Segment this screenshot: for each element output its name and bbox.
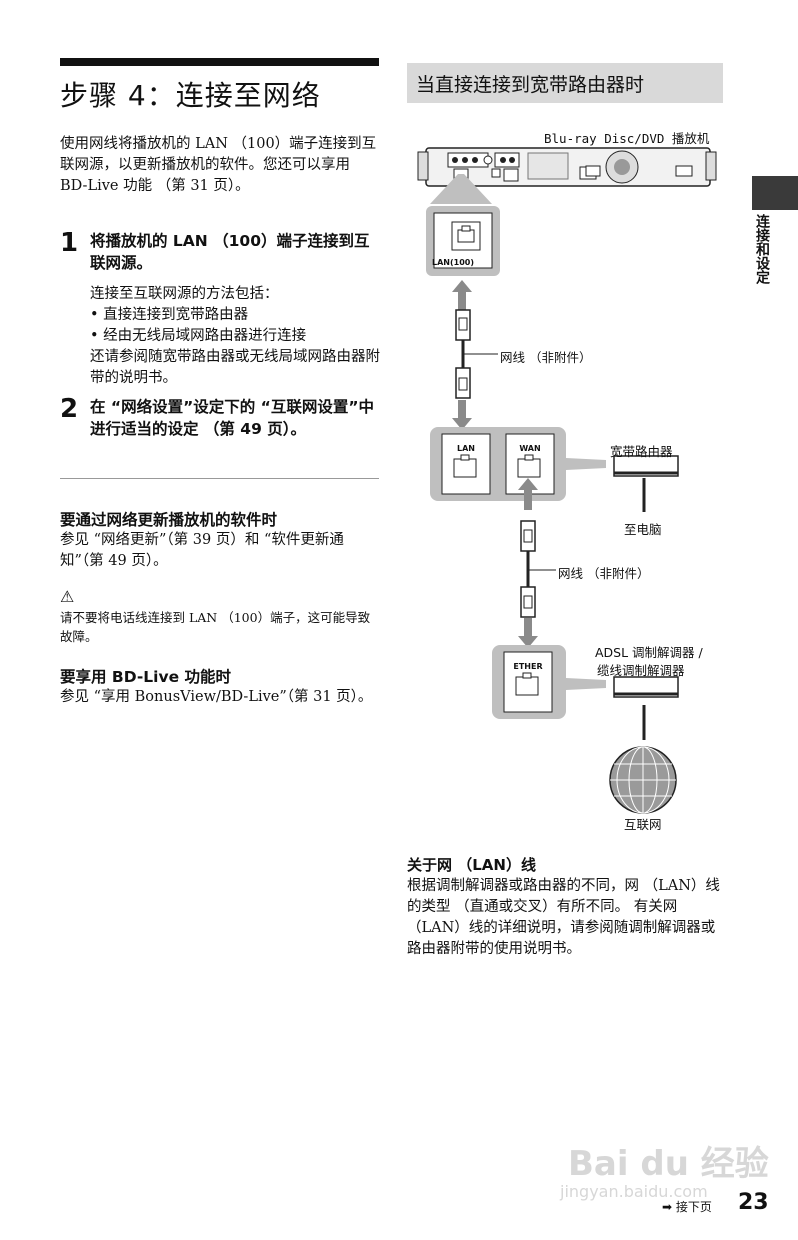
intro-paragraph: 使用网线将播放机的 LAN （100）端子连接到互联网源，以更新播放机的软件。您… bbox=[60, 136, 377, 194]
section-heading: 当直接连接到宽带路由器时 bbox=[416, 74, 645, 96]
step-1: 1 将播放机的 LAN （100）端子连接到互联网源。 连接至互联网源的方法包括… bbox=[60, 228, 390, 398]
next-page-hint: ➡ 接下页 bbox=[662, 1200, 712, 1214]
globe-icon bbox=[609, 746, 677, 814]
arrow-up-icon bbox=[518, 478, 538, 510]
network-cable-2 bbox=[520, 520, 556, 618]
step-2-number: 2 bbox=[60, 394, 79, 424]
section-heading-box: 当直接连接到宽带路由器时 bbox=[407, 63, 723, 103]
caution-icon: ⚠ bbox=[60, 587, 75, 606]
arrow-up-icon bbox=[452, 280, 472, 310]
step-1-note: 还请参阅随宽带路由器或无线局域网路由器附带的说明书。 bbox=[90, 349, 380, 386]
connection-diagram: LAN(100) LAN WAN bbox=[417, 147, 717, 814]
bdlive-body: 参见 “享用 BonusView/BD-Live”（第 31 页）。 bbox=[60, 689, 373, 705]
page-title: 步骤 4：连接至网络 bbox=[60, 79, 321, 112]
router-lan-port-label: LAN bbox=[457, 444, 475, 453]
modem-label-line1: ADSL 调制解调器 / bbox=[595, 645, 703, 660]
step-2-text: 在 “网络设置”设定下的 “互联网设置”中进行适当的设定 （第 49 页）。 bbox=[90, 398, 375, 438]
about-lan-heading: 关于网 （LAN）线 bbox=[407, 856, 536, 874]
section-divider bbox=[60, 478, 379, 479]
router-wan-port-label: WAN bbox=[519, 444, 540, 453]
modem-device bbox=[613, 676, 679, 740]
cable-label-1: 网线 （非附件） bbox=[500, 350, 592, 365]
watermark: Bai du 经验 jingyan.baidu.com bbox=[560, 1122, 769, 1212]
page-number: 23 bbox=[738, 1190, 769, 1215]
lan100-port-label: LAN(100) bbox=[432, 258, 474, 267]
side-tab-label: 连接和设定 bbox=[754, 214, 770, 284]
cable-label-2: 网线 （非附件） bbox=[558, 566, 650, 581]
step-1-description: 连接至互联网源的方法包括： bbox=[90, 286, 279, 302]
router-label: 宽带路由器 bbox=[610, 444, 673, 459]
watermark-url: jingyan.baidu.com bbox=[560, 1182, 708, 1201]
network-cable-1 bbox=[455, 309, 498, 399]
arrow-down-icon bbox=[452, 400, 472, 430]
ether-port-label: ETHER bbox=[513, 662, 542, 671]
player-label: Blu-ray Disc/DVD 播放机 bbox=[544, 131, 710, 146]
side-tab-marker bbox=[752, 176, 798, 210]
internet-label: 互联网 bbox=[624, 817, 662, 832]
broadband-router bbox=[613, 455, 679, 512]
watermark-brand: Bai du 经验 bbox=[568, 1144, 769, 1184]
update-body: 参见 “网络更新”（第 39 页）和 “软件更新通知”（第 49 页）。 bbox=[60, 532, 344, 569]
modem-label-line2: 缆线调制解调器 bbox=[597, 663, 685, 678]
caution-body: 请不要将电话线连接到 LAN （100）端子，这可能导致故障。 bbox=[60, 610, 371, 644]
step-1-bullet-direct: • 直接连接到宽带路由器 bbox=[90, 307, 249, 323]
to-pc-label: 至电脑 bbox=[624, 522, 662, 537]
step-2: 2 在 “网络设置”设定下的 “互联网设置”中进行适当的设定 （第 49 页）。 bbox=[60, 394, 390, 464]
about-lan-body: 根据调制解调器或路由器的不同，网 （LAN）线的类型 （直通或交叉）有所不同。 … bbox=[407, 878, 720, 957]
lan100-callout bbox=[426, 174, 500, 276]
arrow-down-icon bbox=[518, 618, 538, 648]
bdlive-heading: 要享用 BD-Live 功能时 bbox=[60, 668, 231, 686]
title-bar-rule bbox=[60, 58, 379, 66]
modem-ports bbox=[492, 645, 606, 719]
step-1-bullet-wireless: • 经由无线局域网路由器进行连接 bbox=[90, 328, 307, 344]
update-heading: 要通过网络更新播放机的软件时 bbox=[60, 511, 278, 529]
router-ports bbox=[430, 427, 606, 501]
step-1-number: 1 bbox=[60, 228, 79, 258]
player-rear-panel bbox=[417, 147, 717, 187]
step-1-text: 将播放机的 LAN （100）端子连接到互联网源。 bbox=[90, 232, 370, 272]
